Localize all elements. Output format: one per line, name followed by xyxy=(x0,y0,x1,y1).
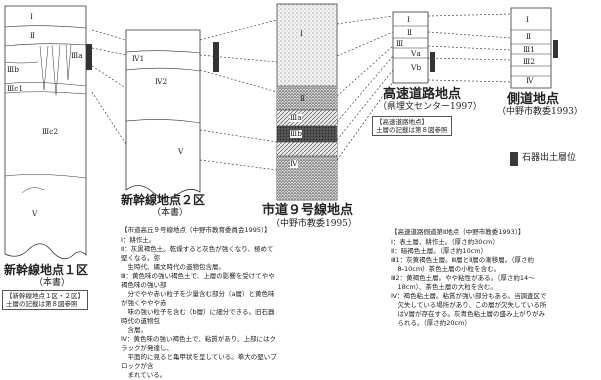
layer-label: Ⅱ xyxy=(30,31,36,40)
description-line: Ⅲ2：黄褐色土層。やや粘性がある。（厚さ約14～ xyxy=(391,273,535,282)
description-line: Ⅳ：褐色粘土層。粘質が強い部分もある。当調査区で xyxy=(391,291,547,300)
description-line: 欠失している場所があり、この層が欠失している所 xyxy=(391,300,547,309)
column-highway xyxy=(392,11,435,84)
layer-label: Ⅰ xyxy=(407,15,410,24)
column-shido-9 xyxy=(276,3,338,201)
layer-label: Ⅲ1 xyxy=(523,45,536,54)
layer-label: Ⅰ xyxy=(30,12,33,21)
layer-label: Ⅱ xyxy=(407,28,413,37)
column-shinkansen-2 xyxy=(125,29,219,199)
artifact-layer-marker xyxy=(86,44,92,70)
layer-label: Ⅰ xyxy=(300,29,303,38)
layer-label: Ⅲ2 xyxy=(523,57,536,66)
site-2-title: 新幹線地点２区 xyxy=(121,193,206,207)
layer-label: Ⅳ xyxy=(290,159,298,168)
description-line: まれている。 xyxy=(121,370,167,379)
description-line: 8-10cm）茶色土層の小粒を含む。 xyxy=(391,264,501,273)
artifact-layer-marker xyxy=(553,40,558,58)
legend-swatch xyxy=(510,152,518,166)
description-line: 生時代、縄文時代の遺物包含層。 xyxy=(121,262,226,271)
site-3-title: 市道９号線地点 xyxy=(262,203,354,218)
description-line: 平面的に見ると亀甲状を呈している。拳大の堅いブロックが含 xyxy=(121,352,277,370)
site-2-subtitle: （本書） xyxy=(152,208,189,218)
description-line: Ⅲ：黄色味の強い褐色土で、上層の影響を受けてやや褐色味の強い部 xyxy=(121,271,275,289)
note-line: 土層の記載は第８図参照 xyxy=(6,300,78,308)
site-1-subtitle: （本書） xyxy=(34,278,71,288)
site-3-subtitle: （中野市教委1995） xyxy=(271,219,357,229)
site-5-subtitle: （中野市教委1993） xyxy=(497,107,583,117)
description-line: 分でやや赤い粒子を少量含む部分（a層）と黄色味が強くややや赤 xyxy=(121,289,275,307)
site-1-note: 【新幹線地点１区・２区】 土層の記載は第８図参照 xyxy=(2,290,88,310)
site-4-note: 【高速道路地点】 土層の記載は第８図参照 xyxy=(372,116,452,136)
layer-label: Ⅲ xyxy=(396,39,404,48)
column-sidedo xyxy=(510,7,558,89)
description-line: 18cm）、茶色土層の大粒を含む。 xyxy=(391,282,497,291)
column-shinkansen-1 xyxy=(4,5,92,260)
site-3-description: 【市道高丘９号線地点（中野市教育委員会1995）】 Ⅰ：耕作土。Ⅱ：灰黒褐色土。… xyxy=(121,226,277,380)
layer-label: Ⅲb xyxy=(7,65,20,74)
description-line: Ⅱ：暗褐色土層。（厚さ約10cm） xyxy=(391,246,488,255)
description-heading: 【高速道路側道第Ⅱ地点（中野市教委1993）】 xyxy=(391,228,525,236)
layer-label: Ⅲa xyxy=(290,113,302,122)
description-line: 味の強い粒子を含む（b層）に細分できる。旧石器時代の遺物包 xyxy=(121,307,275,325)
description-line: られる。（厚さ約20cm） xyxy=(391,318,471,327)
layer-label: Ⅱ xyxy=(300,94,306,103)
description-line: はⅤ層が存在する。灰青色粘土層の盛み上がりがみ xyxy=(391,309,545,318)
layer-label: Ⅲc1 xyxy=(7,84,24,93)
layer-label: Ⅲc2 xyxy=(42,127,59,136)
layer-label: Ⅳ2 xyxy=(155,77,168,86)
layer-label: Ⅴ xyxy=(32,209,38,218)
note-line: 土層の記載は第８図参照 xyxy=(376,126,448,134)
legend-label: 石器出土層位 xyxy=(522,153,577,163)
figure-drawing xyxy=(4,3,558,260)
description-line: 含層。 xyxy=(121,325,148,334)
description-line: Ⅰ：耕作土。 xyxy=(121,235,156,244)
layer-label: Ⅳ xyxy=(526,76,534,85)
site-5-title: 側道地点 xyxy=(507,92,560,107)
artifact-layer-marker xyxy=(430,52,435,72)
layer-label: Ⅲb xyxy=(290,129,303,138)
artifact-layer-marker xyxy=(213,42,219,72)
note-line: 【新幹線地点１区・２区】 xyxy=(6,292,84,300)
layer-label: Ⅴa xyxy=(411,49,421,58)
description-lines: Ⅰ：表土層、耕作土。（厚さ約30cm）Ⅱ：暗褐色土層。（厚さ約10cm）Ⅲ1：灰… xyxy=(391,238,597,328)
layer-label: Ⅴ xyxy=(178,147,184,156)
site-4-description: 【高速道路側道第Ⅱ地点（中野市教委1993）】 Ⅰ：表土層、耕作土。（厚さ約30… xyxy=(391,228,597,328)
layer-label: Ⅱ xyxy=(526,32,532,41)
site-1-title: 新幹線地点１区 xyxy=(4,263,89,277)
description-heading: 【市道高丘９号線地点（中野市教育委員会1995）】 xyxy=(121,226,271,234)
description-line: Ⅰ：表土層、耕作土。（厚さ約30cm） xyxy=(391,237,499,246)
stratigraphic-correlation-figure: Ⅰ Ⅱ Ⅲa Ⅲb Ⅲc1 Ⅲc2 Ⅴ Ⅳ1 Ⅳ2 Ⅴ Ⅰ Ⅱ Ⅲa Ⅲb Ⅳ … xyxy=(2,3,597,379)
layer-label: Ⅰ xyxy=(526,15,529,24)
site-4-title: 高速道路地点 xyxy=(383,87,462,102)
layer-label: Ⅴb xyxy=(411,63,422,72)
description-line: Ⅱ：灰黒褐色土。乾燥すると灰色が強くなり、極めて堅くなる。弥 xyxy=(121,244,274,262)
note-line: 【高速道路地点】 xyxy=(376,118,428,126)
layer-label: Ⅳ1 xyxy=(132,54,145,63)
correlation-lines xyxy=(91,13,512,171)
layer-label: Ⅲa xyxy=(71,51,83,60)
description-lines: Ⅰ：耕作土。Ⅱ：灰黒褐色土。乾燥すると灰色が強くなり、極めて堅くなる。弥 生時代… xyxy=(121,236,277,380)
site-4-subtitle: （県埋文センター1997） xyxy=(378,102,482,112)
description-line: Ⅲ1：灰黄褐色土層。Ⅲ層とⅡ層の漸移層。（厚さ約 xyxy=(391,255,535,264)
